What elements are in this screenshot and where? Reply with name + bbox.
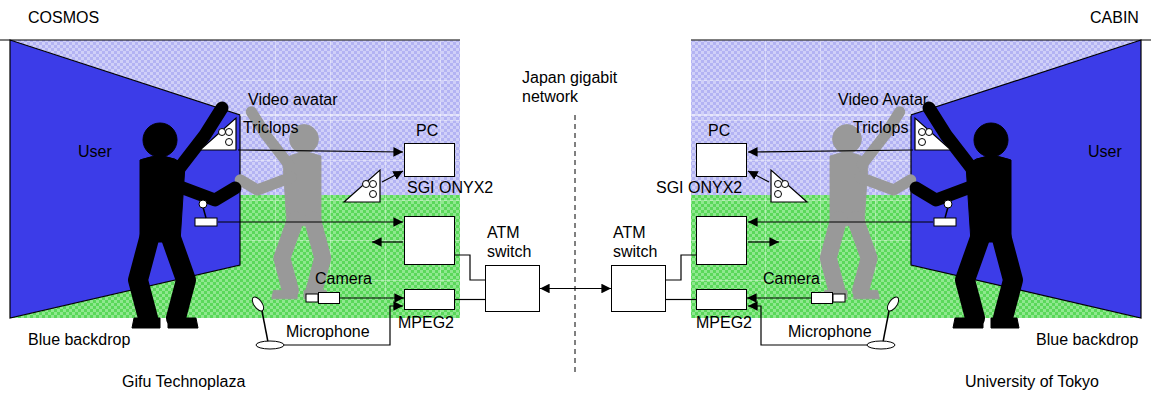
box-heading: ATM switch [487,223,542,261]
location-label: University of Tokyo [965,372,1099,391]
box-heading: SGI ONYX2 [407,178,493,197]
signal-arrow [340,297,404,298]
link-line [666,299,696,300]
link-line [666,255,696,280]
avatar-label: Video Avatar [838,90,928,109]
box-heading: MPEG2 [696,313,752,332]
encoder-box: MPEG2 [696,289,747,310]
drawing-line [372,241,403,242]
link-line [455,255,485,280]
drawing-polygon [10,40,240,318]
computer-box: PC [404,143,455,177]
backdrop-label: Blue backdrop [1036,330,1138,349]
drawing-line [240,115,460,116]
user-label: User [78,142,112,161]
box-heading: PC [416,121,438,140]
avatar-label: Video avatar [248,90,338,109]
box-heading: PC [708,121,730,140]
drawing-circle [199,200,207,208]
site-divider [575,115,576,372]
site-name: CABIN [1090,8,1139,27]
drawing-line [0,39,460,40]
switch-box: ATM switch [485,265,540,312]
drawing-polyline [284,306,403,345]
signal-arrow [747,297,811,298]
drawing-line [262,311,268,342]
switch-box: ATM switch [611,265,666,312]
camera-box: Camera [811,292,833,304]
box-heading: Camera [315,269,372,288]
microphone-label: Microphone [788,322,872,341]
graphics-workstation-box: SGI ONYX2 [404,216,455,265]
cave-room [691,40,1151,349]
location-label: Gifu Technoplaza [122,372,245,391]
drawing-rect [306,294,318,302]
drawing-line [238,150,403,152]
box-heading: ATM switch [613,223,668,261]
drawing-ellipse [250,295,266,313]
drawing-use [132,108,235,328]
drawing-line [382,171,403,182]
backdrop-label: Blue backdrop [28,330,130,349]
drawing-rect [195,218,217,226]
sensor-label: Triclops [853,118,908,137]
drawing-line [203,207,206,218]
graphics-workstation-box: SGI ONYX2 [696,216,747,265]
box-heading: Camera [763,269,820,288]
box-heading: MPEG2 [398,313,454,332]
link-line [455,299,485,300]
drawing-ellipse [256,341,284,349]
network-label: Japan gigabit network [522,68,622,106]
user-label: User [1088,142,1122,161]
signal-arrow [540,288,611,289]
drawing-use [240,112,328,299]
camera-box: Camera [318,292,340,304]
encoder-box: MPEG2 [404,289,455,310]
computer-box: PC [696,143,747,177]
drawing-use [200,118,236,150]
microphone-label: Microphone [286,322,370,341]
drawing-line [218,221,403,222]
site-name: COSMOS [28,8,99,27]
cave-room [0,40,460,349]
box-heading: SGI ONYX2 [656,178,742,197]
sensor-label: Triclops [243,118,298,137]
drawing-use [344,170,380,202]
